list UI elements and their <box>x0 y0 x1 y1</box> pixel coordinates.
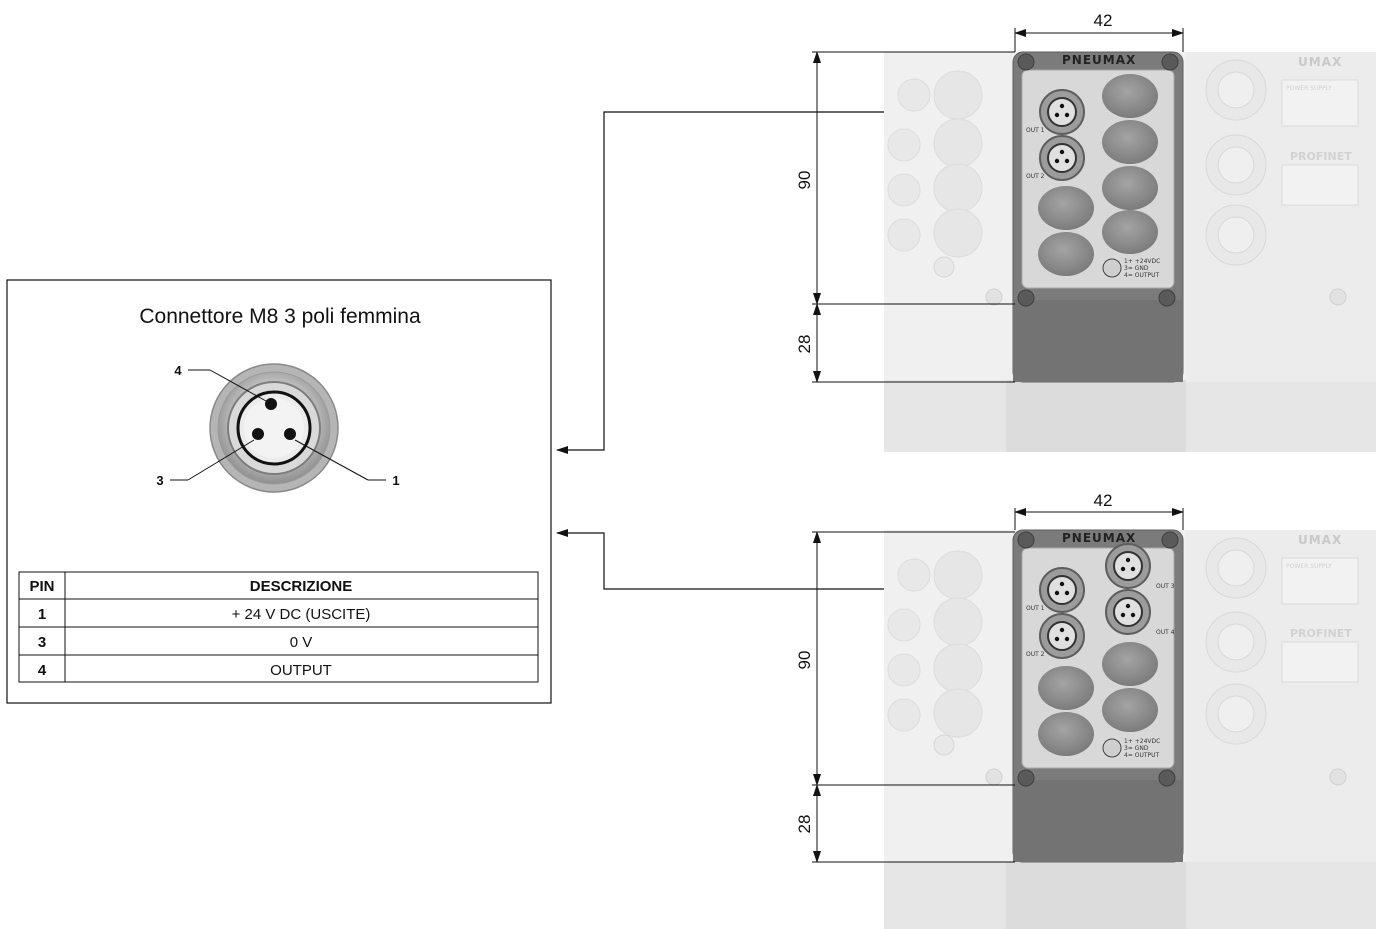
m8-port-out1-icon <box>1039 89 1085 135</box>
faded-profinet: PROFINET <box>1290 150 1352 163</box>
pin-4-hole <box>265 398 277 410</box>
legend-top-2: 3= GND <box>1124 265 1149 272</box>
dim-width-top: 42 <box>1094 11 1113 30</box>
screw-icon <box>1017 53 1035 71</box>
blank-plug <box>1038 712 1094 756</box>
blank-plug <box>1038 666 1094 710</box>
legend-bottom-2: 3= GND <box>1124 745 1149 752</box>
m8-port-out3-icon <box>1105 543 1151 589</box>
module-bottom: UMAX POWER SUPPLY PROFINET PNEUMAX OUT 1 <box>795 491 1376 929</box>
m8-port-out2-icon <box>1039 135 1085 181</box>
module-bottom-housing: PNEUMAX OUT 1 OUT 2 OUT 3 <box>1012 529 1184 863</box>
pin-3-hole <box>252 428 264 440</box>
pin-table: PIN DESCRIZIONE 1 + 24 V DC (USCITE) 3 0… <box>18 571 539 683</box>
module-top: UMAX POWER SUPPLY PROFINET PNEUMAX OUT 1 <box>795 11 1376 452</box>
dim-base-top: 28 <box>795 335 814 354</box>
callout-pin-1: 1 <box>392 473 399 488</box>
faded-power-supply-2: POWER SUPPLY <box>1286 563 1332 570</box>
out-label-bottom-2: OUT 2 <box>1026 651 1045 658</box>
m8-connector-icon <box>209 363 339 493</box>
m8-port-out1-icon <box>1039 567 1085 613</box>
legend-bottom-1: 1+ +24VDC <box>1124 738 1160 745</box>
table-row-2-pin: 3 <box>38 634 46 651</box>
leader-arrow-top <box>556 111 1040 454</box>
blank-plug <box>1102 642 1158 686</box>
screw-icon <box>1161 53 1179 71</box>
table-row-1-description: + 24 V DC (USCITE) <box>232 606 371 623</box>
leader-arrow-bottom <box>556 529 1040 590</box>
faded-brand-fragment: UMAX <box>1298 55 1342 69</box>
out-label-top-2: OUT 2 <box>1026 173 1045 180</box>
dim-base-bottom: 28 <box>795 815 814 834</box>
screw-icon <box>1158 769 1176 787</box>
screw-icon <box>1158 289 1176 307</box>
legend-top-1: 1+ +24VDC <box>1124 258 1160 265</box>
out-label-bottom-3: OUT 3 <box>1156 583 1175 590</box>
m8-port-out4-icon <box>1105 589 1151 635</box>
table-header-pin: PIN <box>29 578 54 595</box>
faded-power-supply: POWER SUPPLY <box>1286 85 1332 92</box>
dim-height-bottom: 90 <box>795 651 814 670</box>
legend-bottom-3: 4= OUTPUT <box>1124 752 1160 759</box>
pinout-legend-icon <box>1102 738 1122 758</box>
legend-top-3: 4= OUTPUT <box>1124 272 1160 279</box>
m8-port-out2-icon <box>1039 613 1085 659</box>
out-label-bottom-4: OUT 4 <box>1156 629 1175 636</box>
screw-icon <box>1161 531 1179 549</box>
faded-profinet-2: PROFINET <box>1290 627 1352 640</box>
screw-icon <box>1017 531 1035 549</box>
out-label-bottom-1: OUT 1 <box>1026 605 1045 612</box>
callout-pin-4: 4 <box>174 363 182 378</box>
pin-callouts: 4 3 1 <box>156 363 399 488</box>
blank-plug <box>1102 166 1158 210</box>
table-row-3-pin: 4 <box>38 662 47 679</box>
out-label-top-1: OUT 1 <box>1026 127 1045 134</box>
connector-panel: Connettore M8 3 poli femmina 4 3 1 <box>6 279 552 704</box>
screw-icon <box>1017 289 1035 307</box>
module-top-housing: PNEUMAX OUT 1 OUT 2 <box>1012 51 1184 383</box>
blank-plug <box>1038 186 1094 230</box>
pinout-legend-icon <box>1102 258 1122 278</box>
blank-plug <box>1102 210 1158 254</box>
dimensions-bottom: 42 90 28 <box>795 491 1184 863</box>
dim-height-top: 90 <box>795 171 814 190</box>
faded-brand-fragment-2: UMAX <box>1298 533 1342 547</box>
table-header-description: DESCRIZIONE <box>250 578 353 595</box>
pin-1-hole <box>284 428 296 440</box>
table-row-1-pin: 1 <box>38 606 46 623</box>
connector-title: Connettore M8 3 poli femmina <box>139 305 421 328</box>
leader-lines <box>556 111 1040 590</box>
screw-icon <box>1017 769 1035 787</box>
brand-logo-bottom: PNEUMAX <box>1062 531 1136 545</box>
table-row-2-description: 0 V <box>290 634 313 651</box>
blank-plug <box>1102 688 1158 732</box>
dimensions-top: 42 90 28 <box>795 11 1184 383</box>
table-row-3-description: OUTPUT <box>270 662 332 679</box>
callout-pin-3: 3 <box>156 473 163 488</box>
brand-logo-top: PNEUMAX <box>1062 53 1136 67</box>
blank-plug <box>1038 232 1094 276</box>
blank-plug <box>1102 120 1158 164</box>
blank-plug <box>1102 74 1158 118</box>
dim-width-bottom: 42 <box>1094 491 1113 510</box>
